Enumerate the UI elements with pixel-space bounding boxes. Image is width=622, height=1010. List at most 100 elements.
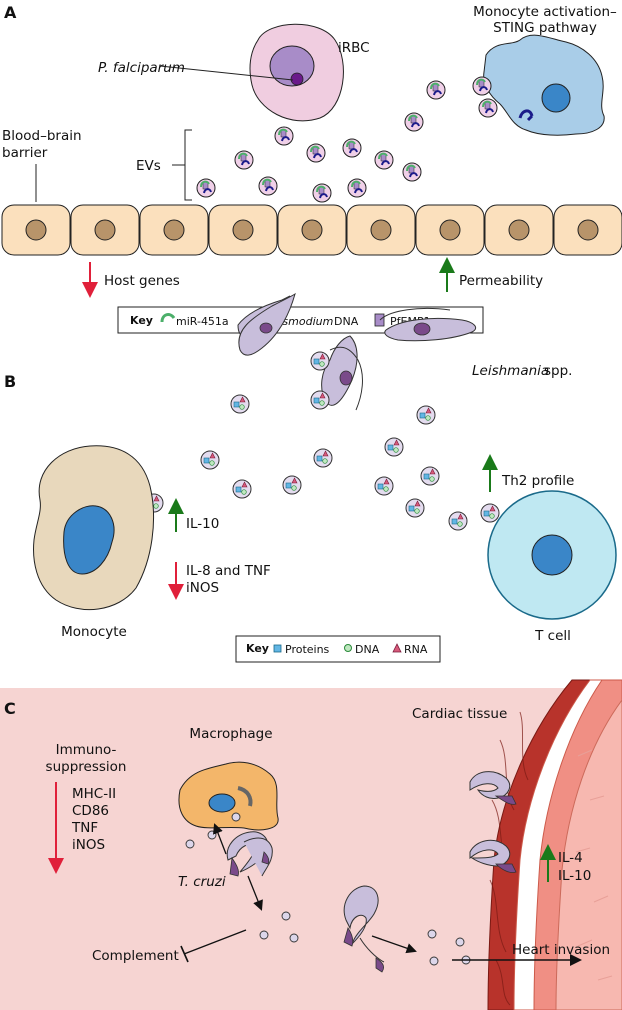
ev-a — [402, 162, 422, 182]
p-falciparum-label: P. falciparum — [98, 60, 185, 76]
permeability-label: Permeability — [459, 273, 543, 289]
mir451a-icon — [160, 313, 176, 323]
host-genes-label: Host genes — [104, 273, 180, 289]
endothelial-cell — [1, 204, 71, 256]
il10-label: IL-10 — [186, 516, 219, 532]
heart-invasion-label: Heart invasion — [512, 942, 610, 958]
monocyte-a — [483, 34, 605, 136]
ev-b — [374, 476, 394, 496]
endothelial-cell — [70, 204, 140, 256]
key-b-title: Key — [246, 642, 269, 655]
leishmania-label-spp: spp. — [544, 363, 572, 379]
t-cruzi-middle — [343, 885, 385, 973]
ev-b — [200, 450, 220, 470]
endothelial-cell — [277, 204, 347, 256]
bbb-label-line1: Blood–brain — [2, 128, 82, 144]
ev-c — [231, 812, 241, 822]
immuno-label-line1: Immuno- — [56, 742, 117, 758]
immuno-label-line2: suppression — [46, 759, 127, 775]
key-b-item-dna: DNA — [355, 643, 380, 656]
endothelial-cell — [139, 204, 209, 256]
il10-label-c: IL-10 — [558, 868, 591, 884]
key-b-item-rna: RNA — [404, 643, 428, 656]
bbb-cell-layer — [1, 204, 622, 256]
marker-inos: iNOS — [72, 837, 105, 853]
cardiac-tissue-label: Cardiac tissue — [412, 706, 507, 722]
ev-c — [185, 839, 195, 849]
ev-b — [448, 511, 468, 531]
panel-a-letter: A — [4, 3, 17, 22]
ev-a — [342, 138, 362, 158]
endothelial-cell — [484, 204, 554, 256]
panel-c-letter: C — [4, 699, 16, 718]
panel-b: B Leishmania spp. Monocyte IL-10 IL-8 an… — [4, 292, 617, 663]
ev-b — [230, 394, 250, 414]
macrophage-label: Macrophage — [189, 726, 272, 742]
ev-b — [313, 448, 333, 468]
proteins-icon — [273, 644, 282, 653]
evs-bracket — [184, 129, 192, 201]
key-a-title: Key — [130, 314, 153, 327]
ev-b — [310, 390, 330, 410]
ev-b — [416, 405, 436, 425]
t-cruzi-to-heart-arrow — [371, 935, 417, 954]
key-a-item-dna: DNA — [334, 315, 359, 328]
complement-label: Complement — [92, 948, 179, 964]
leishmania-label-italic: Leishmania — [472, 363, 549, 379]
marker-tnf: TNF — [71, 820, 98, 836]
evs-label: EVs — [136, 158, 161, 174]
ev-c — [429, 956, 439, 966]
marker-cd86: CD86 — [72, 803, 109, 819]
rna-icon — [392, 643, 402, 653]
monocyte-activation-line2: STING pathway — [493, 20, 597, 36]
ev-b — [480, 503, 500, 523]
il8-label-line1: IL-8 and TNF — [186, 563, 271, 579]
monocyte-b-label: Monocyte — [61, 624, 127, 640]
ev-a — [347, 178, 367, 198]
endothelial-cell — [208, 204, 278, 256]
panel-a: A P. falciparum iRBC Monocyte activation… — [1, 3, 622, 334]
ev-c — [289, 933, 299, 943]
t-cruzi-to-macrophage-arrow — [213, 823, 227, 855]
key-a-item-mir: miR-451a — [176, 315, 229, 328]
panel-b-letter: B — [4, 372, 16, 391]
ev-b — [310, 351, 330, 371]
t-cell-label: T cell — [534, 628, 571, 644]
ev-a — [426, 80, 446, 100]
ev-a — [274, 126, 294, 146]
panel-c: C Cardiac tissue Immuno- suppression M — [0, 679, 622, 1010]
ev-a — [374, 150, 394, 170]
t-cruzi-label: T. cruzi — [178, 874, 226, 890]
ev-c — [427, 929, 437, 939]
irbc-cell — [159, 23, 344, 122]
il4-label: IL-4 — [558, 850, 583, 866]
t-cruzi-cardiac — [469, 771, 517, 873]
t-cell — [487, 490, 617, 620]
irbc-label: iRBC — [338, 40, 370, 56]
th2-label: Th2 profile — [501, 473, 574, 489]
ev-c — [259, 930, 269, 940]
ev-a — [312, 183, 332, 203]
endothelial-cell — [346, 204, 416, 256]
ev-a — [478, 98, 498, 118]
ev-a — [306, 143, 326, 163]
il8-label-line2: iNOS — [186, 580, 219, 596]
t-cruzi-left — [226, 831, 273, 877]
key-b-item-proteins: Proteins — [285, 643, 330, 656]
ev-c — [281, 911, 291, 921]
macrophage — [178, 761, 279, 831]
ev-a — [234, 150, 254, 170]
key-b: Key Proteins DNA RNA — [235, 635, 441, 663]
ev-c — [207, 830, 217, 840]
endothelial-cell — [553, 204, 622, 256]
bbb-label-line2: barrier — [2, 145, 48, 161]
monocyte-activation-line1: Monocyte activation– — [473, 4, 617, 20]
ev-a — [404, 112, 424, 132]
ev-b — [405, 498, 425, 518]
p-falciparum-parasite — [290, 72, 304, 86]
ev-b — [232, 479, 252, 499]
ev-a — [472, 76, 492, 96]
ev-b — [282, 475, 302, 495]
ev-a — [258, 176, 278, 196]
